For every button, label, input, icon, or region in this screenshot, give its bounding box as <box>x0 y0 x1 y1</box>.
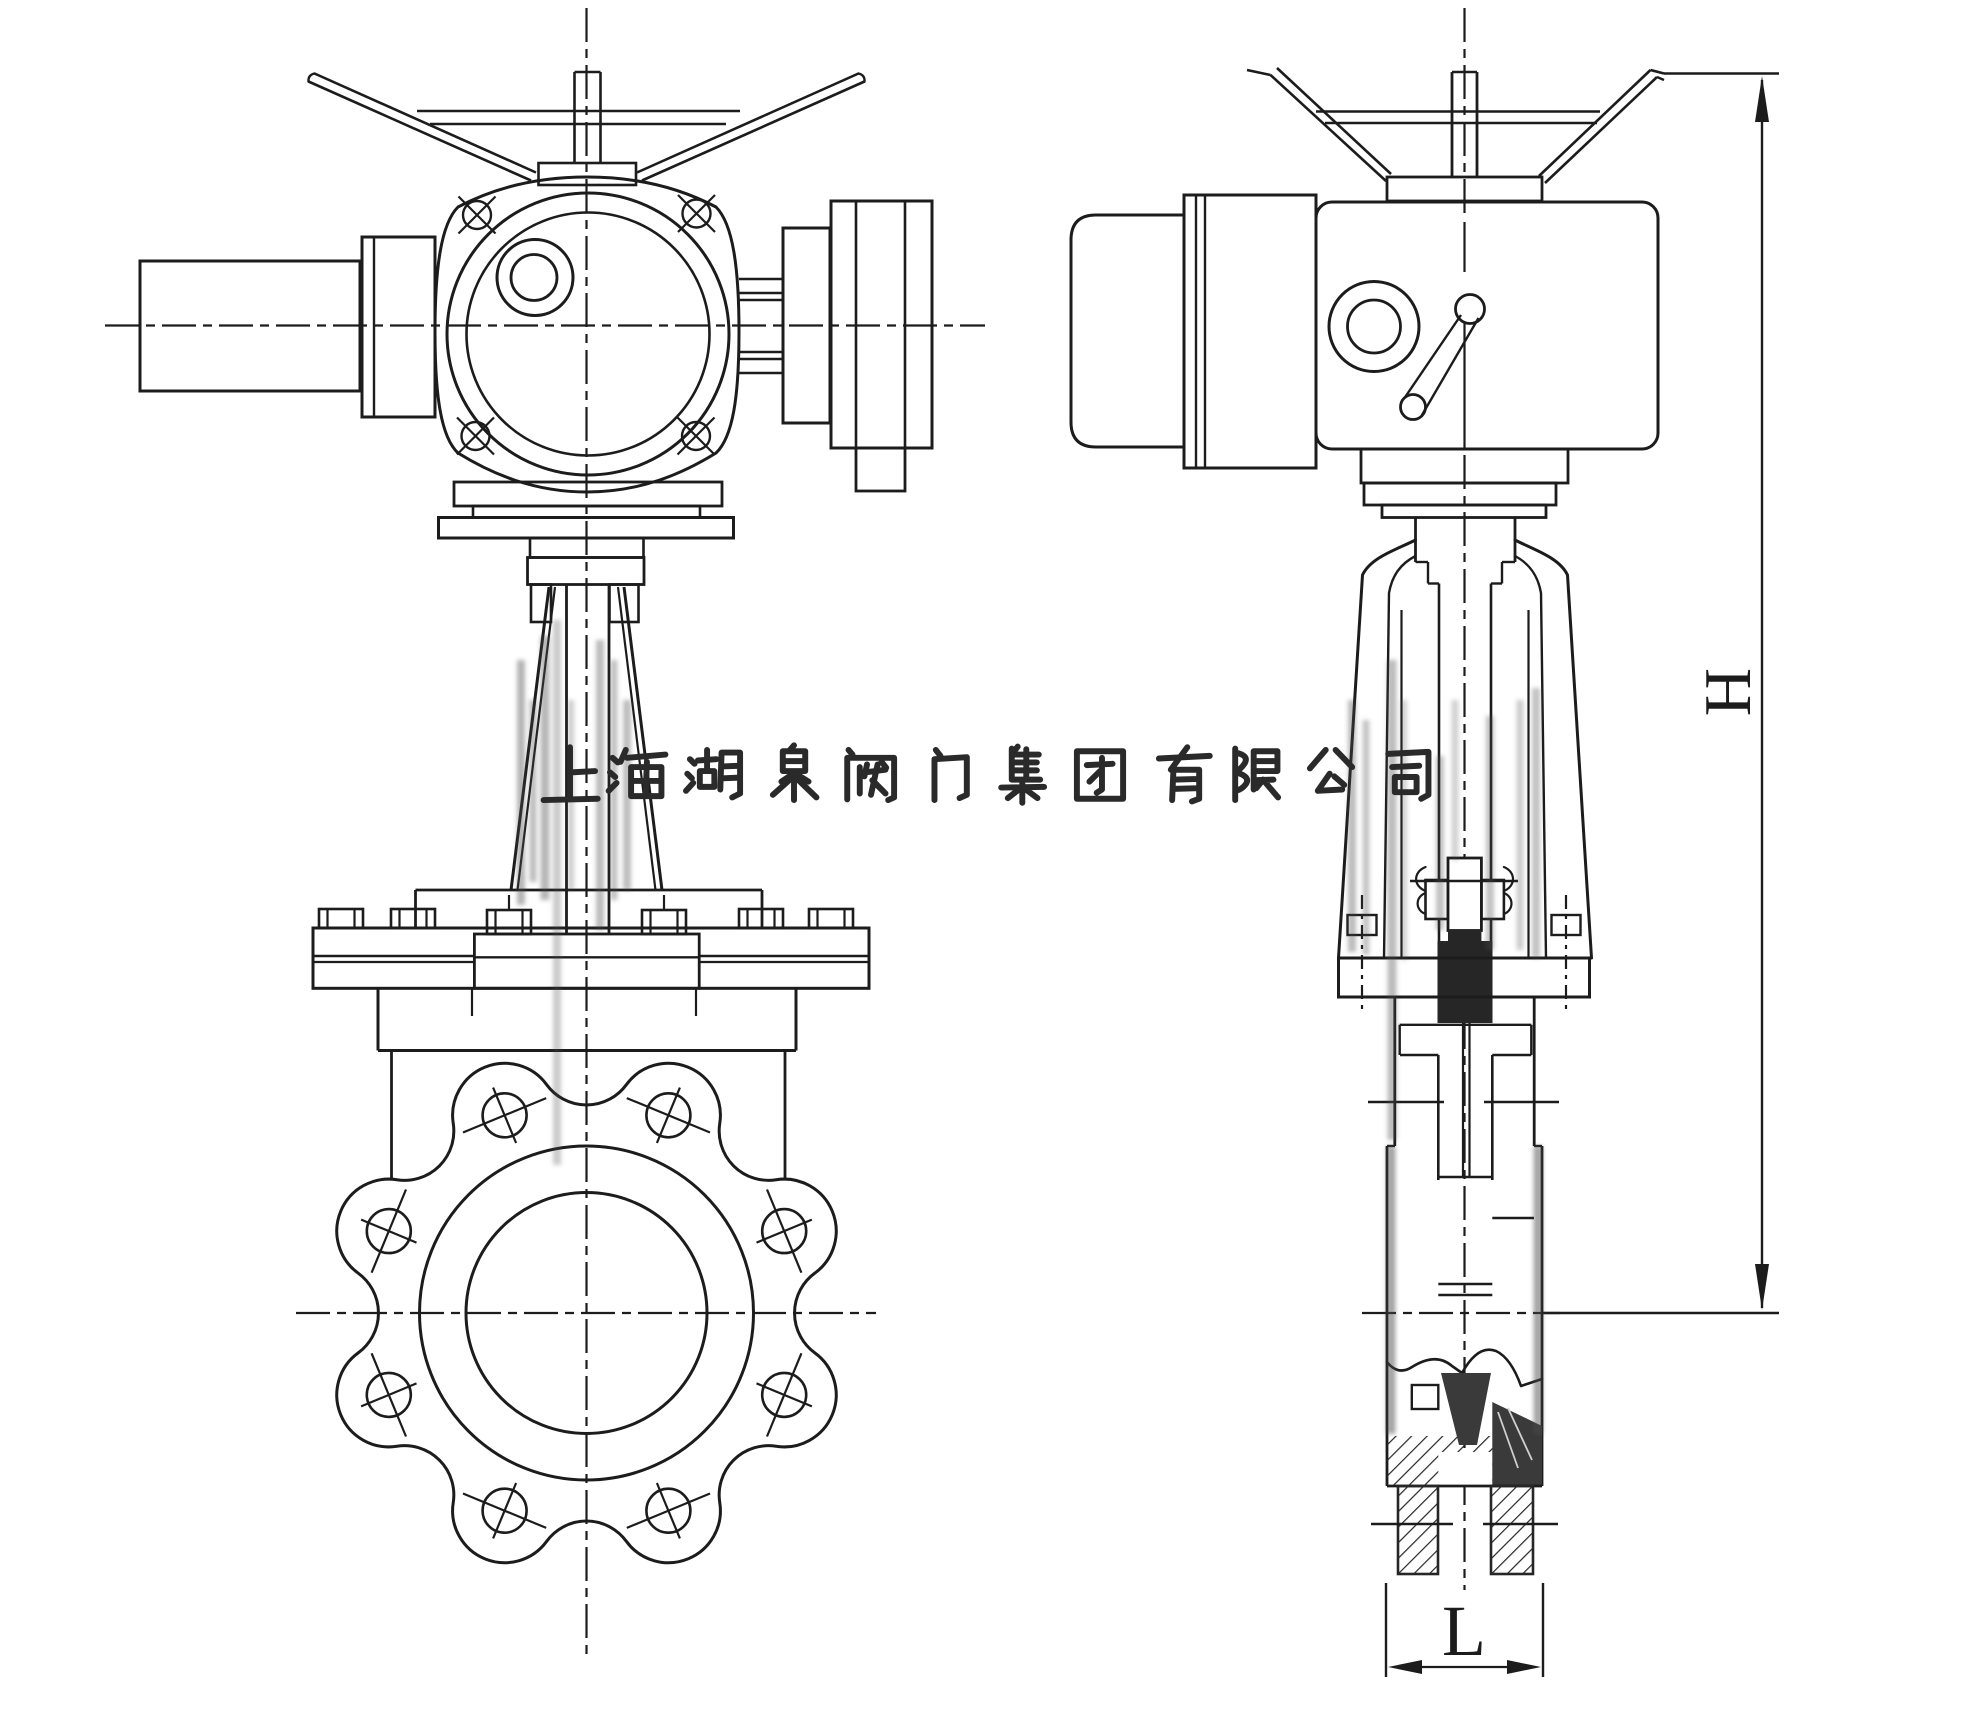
svg-text:H: H <box>1691 668 1765 716</box>
svg-text:L: L <box>1442 1591 1486 1671</box>
